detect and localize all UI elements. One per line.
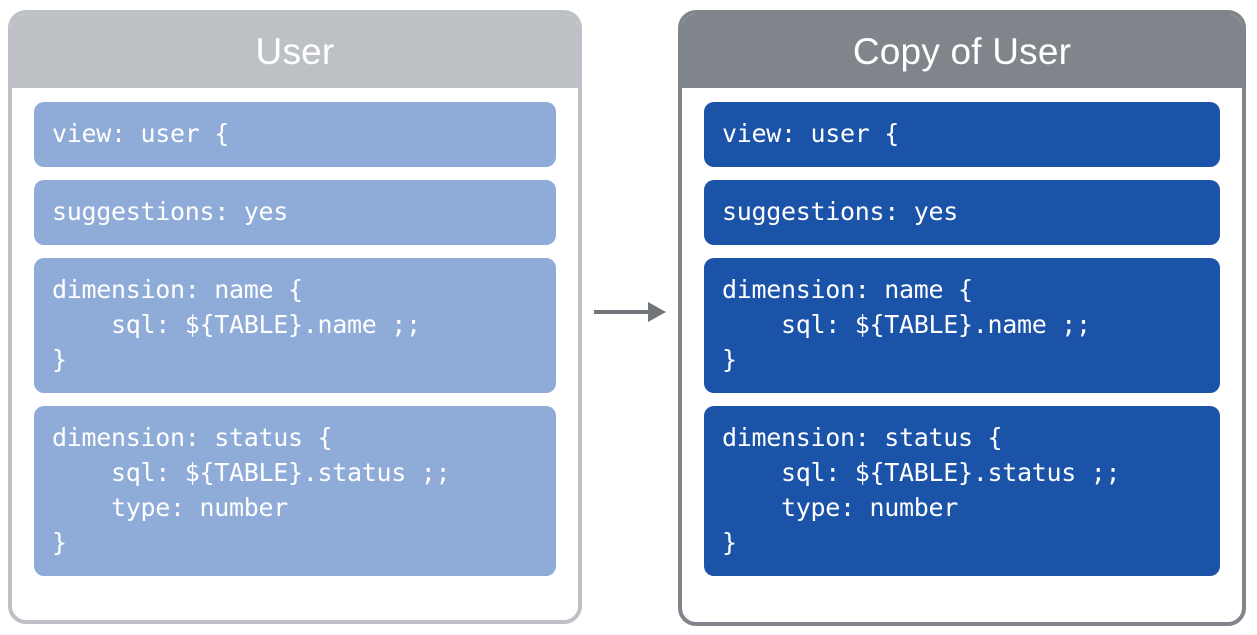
code-block-suggestions-parameter: suggestions: yes [704, 180, 1220, 245]
code-block-view-declaration: view: user { [704, 102, 1220, 167]
panel-source-title: User [12, 14, 578, 88]
code-block-dimension-status: dimension: status { sql: ${TABLE}.status… [34, 406, 556, 576]
code-block-dimension-status: dimension: status { sql: ${TABLE}.status… [704, 406, 1220, 576]
panel-copy-title: Copy of User [682, 14, 1242, 88]
code-block-suggestions-parameter: suggestions: yes [34, 180, 556, 245]
panel-source-view: User view: user { suggestions: yes dimen… [8, 10, 582, 624]
code-block-dimension-name: dimension: name { sql: ${TABLE}.name ;; … [34, 258, 556, 393]
panel-copy-body: view: user { suggestions: yes dimension:… [682, 88, 1242, 622]
panel-source-body: view: user { suggestions: yes dimension:… [12, 88, 578, 620]
panel-copy-view: Copy of User view: user { suggestions: y… [678, 10, 1246, 626]
code-block-dimension-name: dimension: name { sql: ${TABLE}.name ;; … [704, 258, 1220, 393]
code-block-view-declaration: view: user { [34, 102, 556, 167]
arrow-right-icon [594, 302, 666, 322]
